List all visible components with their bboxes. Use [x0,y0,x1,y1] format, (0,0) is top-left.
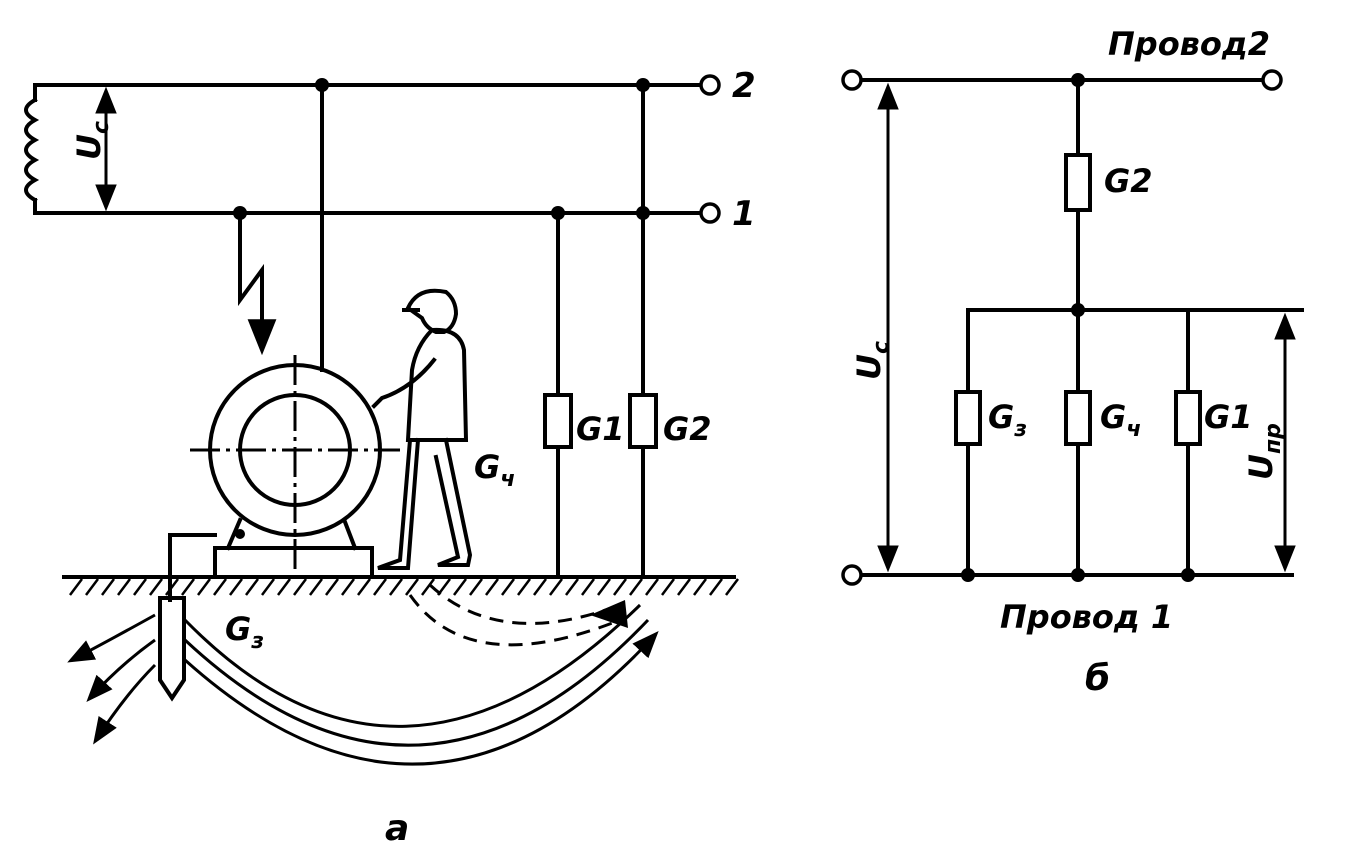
upr-label: Uпр [1242,423,1286,480]
hatch-mark [69,578,83,596]
fault-line [238,211,277,356]
panel-b: Провод2 Провод 1 Uc G2 Gз Gч [841,25,1304,699]
hatch-mark [117,578,131,596]
hatch-mark [453,578,467,596]
hatch-mark [389,578,403,596]
resistor-gz-b [954,390,982,446]
hatch-mark [597,578,611,596]
hatch-mark [613,578,627,596]
uc-label-b: Uc [850,341,894,380]
ground-hatching [69,578,739,596]
source-winding [24,83,112,215]
hatch-mark [373,578,387,596]
terminal-1-label: 1 [732,194,756,234]
hatch-mark [213,578,227,596]
wire-1-label: Провод 1 [1000,598,1173,636]
gch-label-b: Gч [1100,398,1141,442]
hatch-mark [309,578,323,596]
hatch-mark [101,578,115,596]
hatch-mark [277,578,291,596]
g1-label-a: G1 [576,410,625,448]
motor [190,355,400,578]
hatch-mark [293,578,307,596]
resistor-g2-a [628,393,658,449]
resistor-g2-b [1064,153,1092,212]
hatch-mark [501,578,515,596]
terminal-1[interactable] [699,202,721,224]
terminal-2-label: 2 [732,66,756,106]
resistor-g1-b [1174,390,1202,446]
hatch-mark [341,578,355,596]
hatch-mark [677,578,691,596]
current-flow [67,583,659,766]
hatch-mark [549,578,563,596]
person [371,288,473,570]
hatch-mark [405,578,419,596]
terminal-right-top[interactable] [1261,69,1283,91]
hatch-mark [661,578,675,596]
hatch-mark [485,578,499,596]
hatch-mark [629,578,643,596]
hatch-mark [197,578,211,596]
ground-conductor [168,533,217,602]
uc-label-a: Uc [70,121,114,160]
hatch-mark [181,578,195,596]
hatch-mark [229,578,243,596]
hatch-mark [357,578,371,596]
hatch-mark [421,578,435,596]
wire-2-label: Провод2 [1108,25,1270,63]
gz-label-a: Gз [225,610,264,654]
ground-electrode [158,596,186,702]
panel-a-label: a [385,808,409,849]
hatch-mark [517,578,531,596]
hatch-mark [261,578,275,596]
g2-label-a: G2 [663,410,712,448]
g2-label-b: G2 [1104,162,1153,200]
hatch-mark [565,578,579,596]
hatch-mark [325,578,339,596]
terminal-2[interactable] [699,74,721,96]
resistor-g1-a [543,393,573,449]
hatch-mark [149,578,163,596]
terminal-left-bottom[interactable] [841,564,863,586]
gz-label-b: Gз [988,398,1027,442]
hatch-mark [165,578,179,596]
hatch-mark [85,578,99,596]
hatch-mark [245,578,259,596]
hatch-mark [581,578,595,596]
panel-b-label: б [1085,658,1110,699]
hatch-mark [469,578,483,596]
hatch-mark [725,578,739,596]
terminal-left-top[interactable] [841,69,863,91]
hatch-mark [645,578,659,596]
resistor-gch-b [1064,390,1092,446]
g1-label-b: G1 [1204,398,1253,436]
hatch-mark [709,578,723,596]
gch-label-a: Gч [474,448,515,492]
hatch-mark [533,578,547,596]
hatch-mark [133,578,147,596]
panel-a: 2 1 Uc G1 G2 [24,66,756,849]
hatch-mark [693,578,707,596]
